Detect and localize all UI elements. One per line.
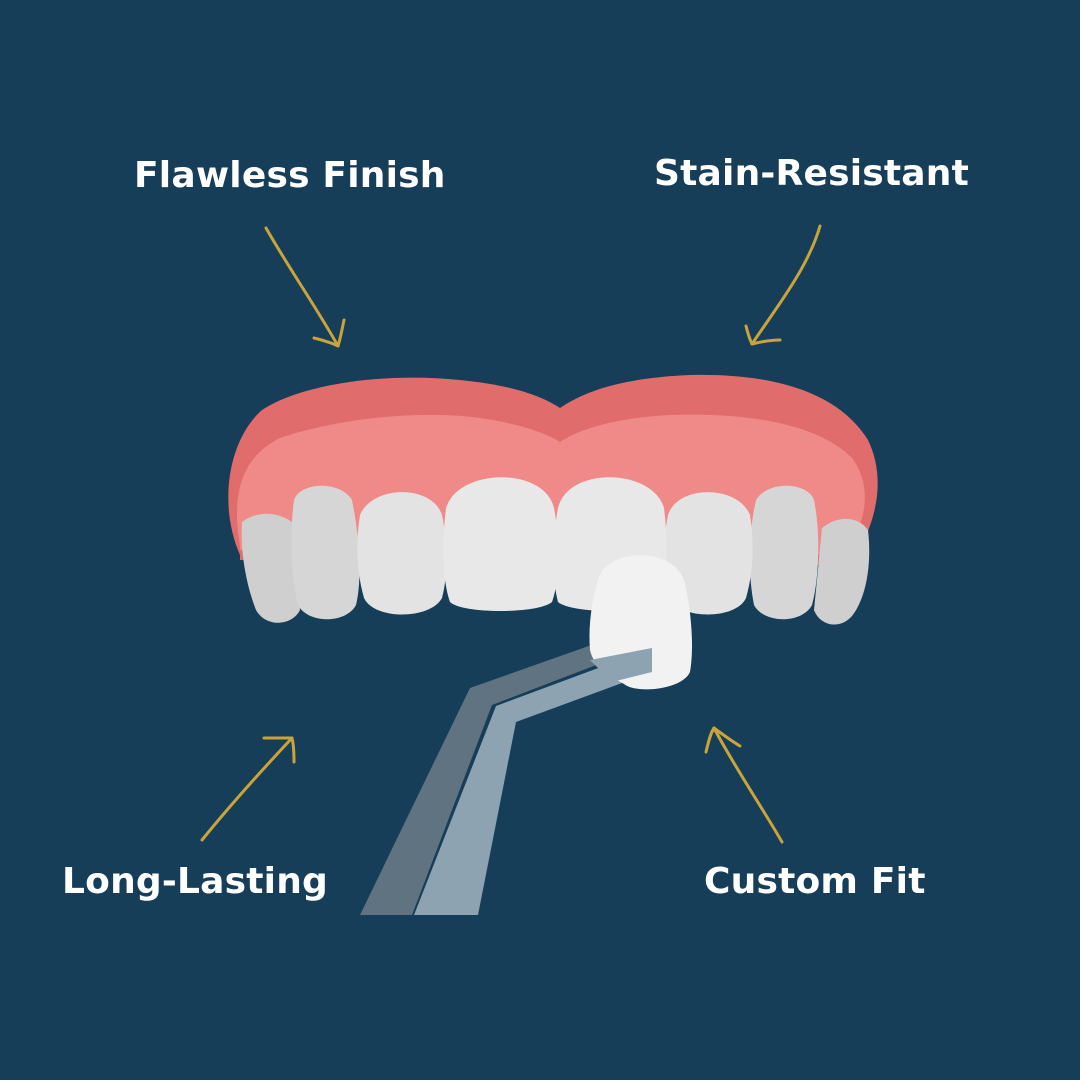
tooth-left-back	[241, 513, 300, 623]
arrow-top-right	[744, 224, 822, 346]
tooth-right-3	[663, 492, 753, 615]
tweezer-tip	[590, 648, 652, 682]
label-stain-resistant: Stain-Resistant	[654, 153, 970, 194]
tooth-left-4	[291, 485, 360, 620]
label-flawless-finish: Flawless Finish	[134, 155, 446, 196]
tweezer-arm-dark	[360, 642, 604, 915]
arrow-bottom-left	[200, 736, 296, 842]
tooth-left-central	[443, 477, 559, 611]
tooth-left-3	[357, 492, 447, 615]
tooth-right-4	[749, 485, 819, 620]
label-custom-fit: Custom Fit	[704, 861, 926, 902]
tweezers	[360, 642, 652, 915]
label-long-lasting: Long-Lasting	[62, 861, 329, 902]
arrow-bottom-right	[704, 726, 784, 844]
tweezer-arm-light	[414, 648, 652, 915]
tooth-right-back	[814, 518, 870, 625]
arrow-top-left	[264, 226, 346, 348]
